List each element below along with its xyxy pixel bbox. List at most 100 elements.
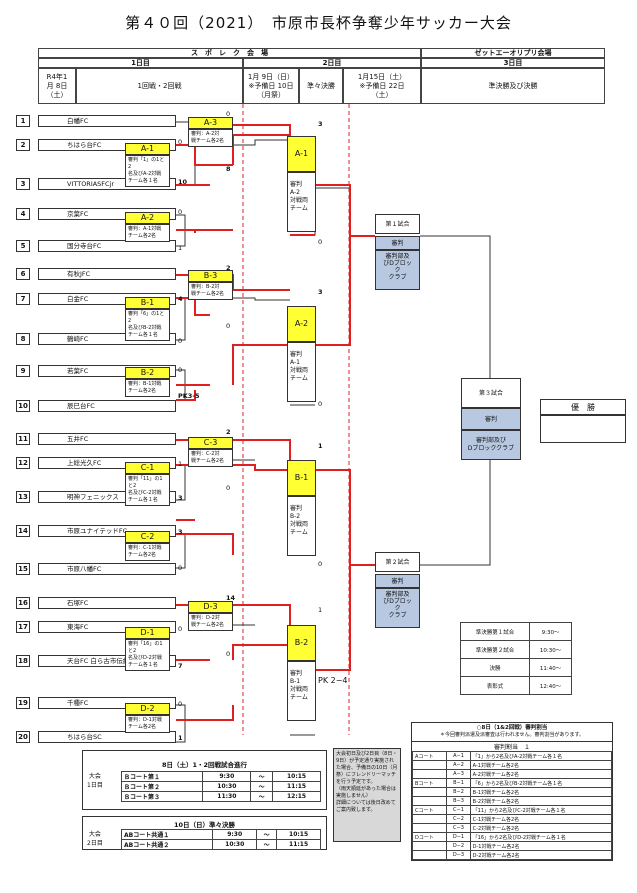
venue-left: ス ポ レ ク 会 場 (38, 48, 421, 58)
day3-date: 1月15日（土） ※予備日 22日 （土） (343, 68, 421, 104)
team-number: 7 (16, 293, 30, 305)
referee-game: D−3 (446, 850, 471, 860)
score: 14 (226, 594, 236, 602)
referee-court: Dコート (411, 832, 448, 842)
round2-referee-note: 審判：A-2対 戦チーム各2名 (188, 129, 233, 147)
score: 4 (178, 295, 183, 303)
day2-label: 大会 2日目 (87, 831, 103, 847)
referee-game: A−2 (446, 760, 471, 770)
score: 0 (178, 564, 183, 572)
final-ref-detail: 審判部及び Dブロッククラブ (461, 430, 521, 460)
referee-court (411, 841, 448, 851)
quarterfinal-referee-note: 審判 A-2 対戦両 チーム (287, 172, 316, 232)
team-name: 白幡FC (38, 115, 176, 127)
referee-court (411, 760, 448, 770)
final-label: 第３試合 (461, 378, 521, 408)
referee-court (411, 823, 448, 833)
referee-game: B−3 (446, 796, 471, 806)
time-separator: 〜 (250, 781, 274, 792)
schedule-time: 11:40〜 (529, 658, 572, 677)
referee-assignment: 「11」から2名及びC-2対戦チーム各１名 (469, 805, 613, 815)
referee-assignment: D-2対戦チーム各2名 (469, 850, 613, 860)
round1-referee-note: 審判「1」の1と2 名及びA-2対戦 チーム各１名 (125, 155, 170, 187)
team-name: 辰巳台FC (38, 400, 176, 412)
referee-game: A−3 (446, 769, 471, 779)
team-number: 19 (16, 697, 30, 709)
team-number: 10 (16, 400, 30, 412)
team-number: 3 (16, 178, 30, 190)
score: PK3-5 (178, 392, 200, 400)
round1-match-label: B-2 (125, 367, 170, 379)
semifinal2-label: 第２試合 (375, 552, 420, 572)
team-name: 石塚FC (38, 597, 176, 609)
team-name: 市原八幡FC (38, 563, 176, 575)
round1-match-label: A-1 (125, 143, 170, 155)
court-name: Ｂコート第２ (120, 781, 204, 792)
team-name: 国分寺台FC (38, 240, 176, 252)
team-number: 18 (16, 655, 30, 667)
schedule-event: 表彰式 (459, 676, 531, 695)
referee-subheader: ＊今回審判派遣及派審査は行われません。審判割当があります。 (439, 732, 585, 738)
referee-assignment: 「1」から2名及びA-2対戦チーム各１名 (469, 751, 613, 761)
quarterfinal-referee-note: 審判 A-1 対戦両 チーム (287, 342, 316, 402)
semifinal2-ref-detail: 審判部及 びDブロッ ク クラブ (375, 588, 420, 628)
referee-game: B−1 (446, 778, 471, 788)
round1-match-label: C-1 (125, 462, 170, 474)
score: 0 (226, 322, 231, 330)
court-name: Ｂコート第３ (120, 791, 204, 802)
semifinal1-ref-detail: 審判部及 びDブロッ ク クラブ (375, 250, 420, 290)
day1-date: R4年1 月 8日 （土） (38, 68, 76, 104)
round2-match-label: A-3 (188, 117, 233, 129)
score: 0 (318, 560, 323, 568)
quarterfinal-match-label: B-2 (287, 625, 316, 661)
day1-desc: 1回戦・2回戦 (76, 68, 243, 104)
score: 3 (318, 288, 323, 296)
champion-label: 優 勝 (540, 399, 626, 415)
start-time: 9:30 (202, 771, 252, 782)
referee-game: D−1 (446, 832, 471, 842)
team-number: 8 (16, 333, 30, 345)
score: 0 (178, 337, 183, 345)
score: PK 2−4 (318, 676, 348, 685)
round1-match-label: D-2 (125, 703, 170, 715)
referee-court: Cコート (411, 805, 448, 815)
score: 2 (226, 264, 231, 272)
referee-assignment: B-2対戦チーム各2名 (469, 796, 613, 806)
referee-assignment: 「6」から2名及びB-2対戦チーム各１名 (469, 778, 613, 788)
team-number: 5 (16, 240, 30, 252)
score: 0 (178, 700, 183, 708)
round1-match-label: C-2 (125, 531, 170, 543)
day2-date: 1月 9日（日） ※予備日 10日 （月祭） (243, 68, 299, 104)
semifinal2-ref: 審判 (375, 574, 420, 588)
score: 3 (178, 494, 183, 502)
time-separator: 〜 (256, 829, 278, 840)
score: 0 (318, 400, 323, 408)
round1-referee-note: 審判：C-1対戦 チーム各2名 (125, 543, 170, 561)
score: 1 (318, 606, 323, 614)
score: 3 (318, 120, 323, 128)
round1-referee-note: 審判：A-1対戦 チーム各2名 (125, 224, 170, 242)
referee-game: B−2 (446, 787, 471, 797)
team-number: 12 (16, 457, 30, 469)
referee-table: ○8日（1&2回戦）審判割当 ＊今回審判派遣及派審査は行われません。審判割当があ… (411, 722, 613, 861)
quarterfinal-match-label: A-2 (287, 306, 316, 342)
referee-assignment: 「16」から2名及びD-2対戦チーム各１名 (469, 832, 613, 842)
round1-match-label: D-1 (125, 627, 170, 639)
team-number: 13 (16, 491, 30, 503)
day3-header: 3日目 (421, 58, 605, 68)
team-number: 14 (16, 525, 30, 537)
round1-referee-note: 審判「11」の1と2 名及びC-2対戦 チーム各１名 (125, 474, 170, 506)
day2-header: 2日目 (243, 58, 421, 68)
